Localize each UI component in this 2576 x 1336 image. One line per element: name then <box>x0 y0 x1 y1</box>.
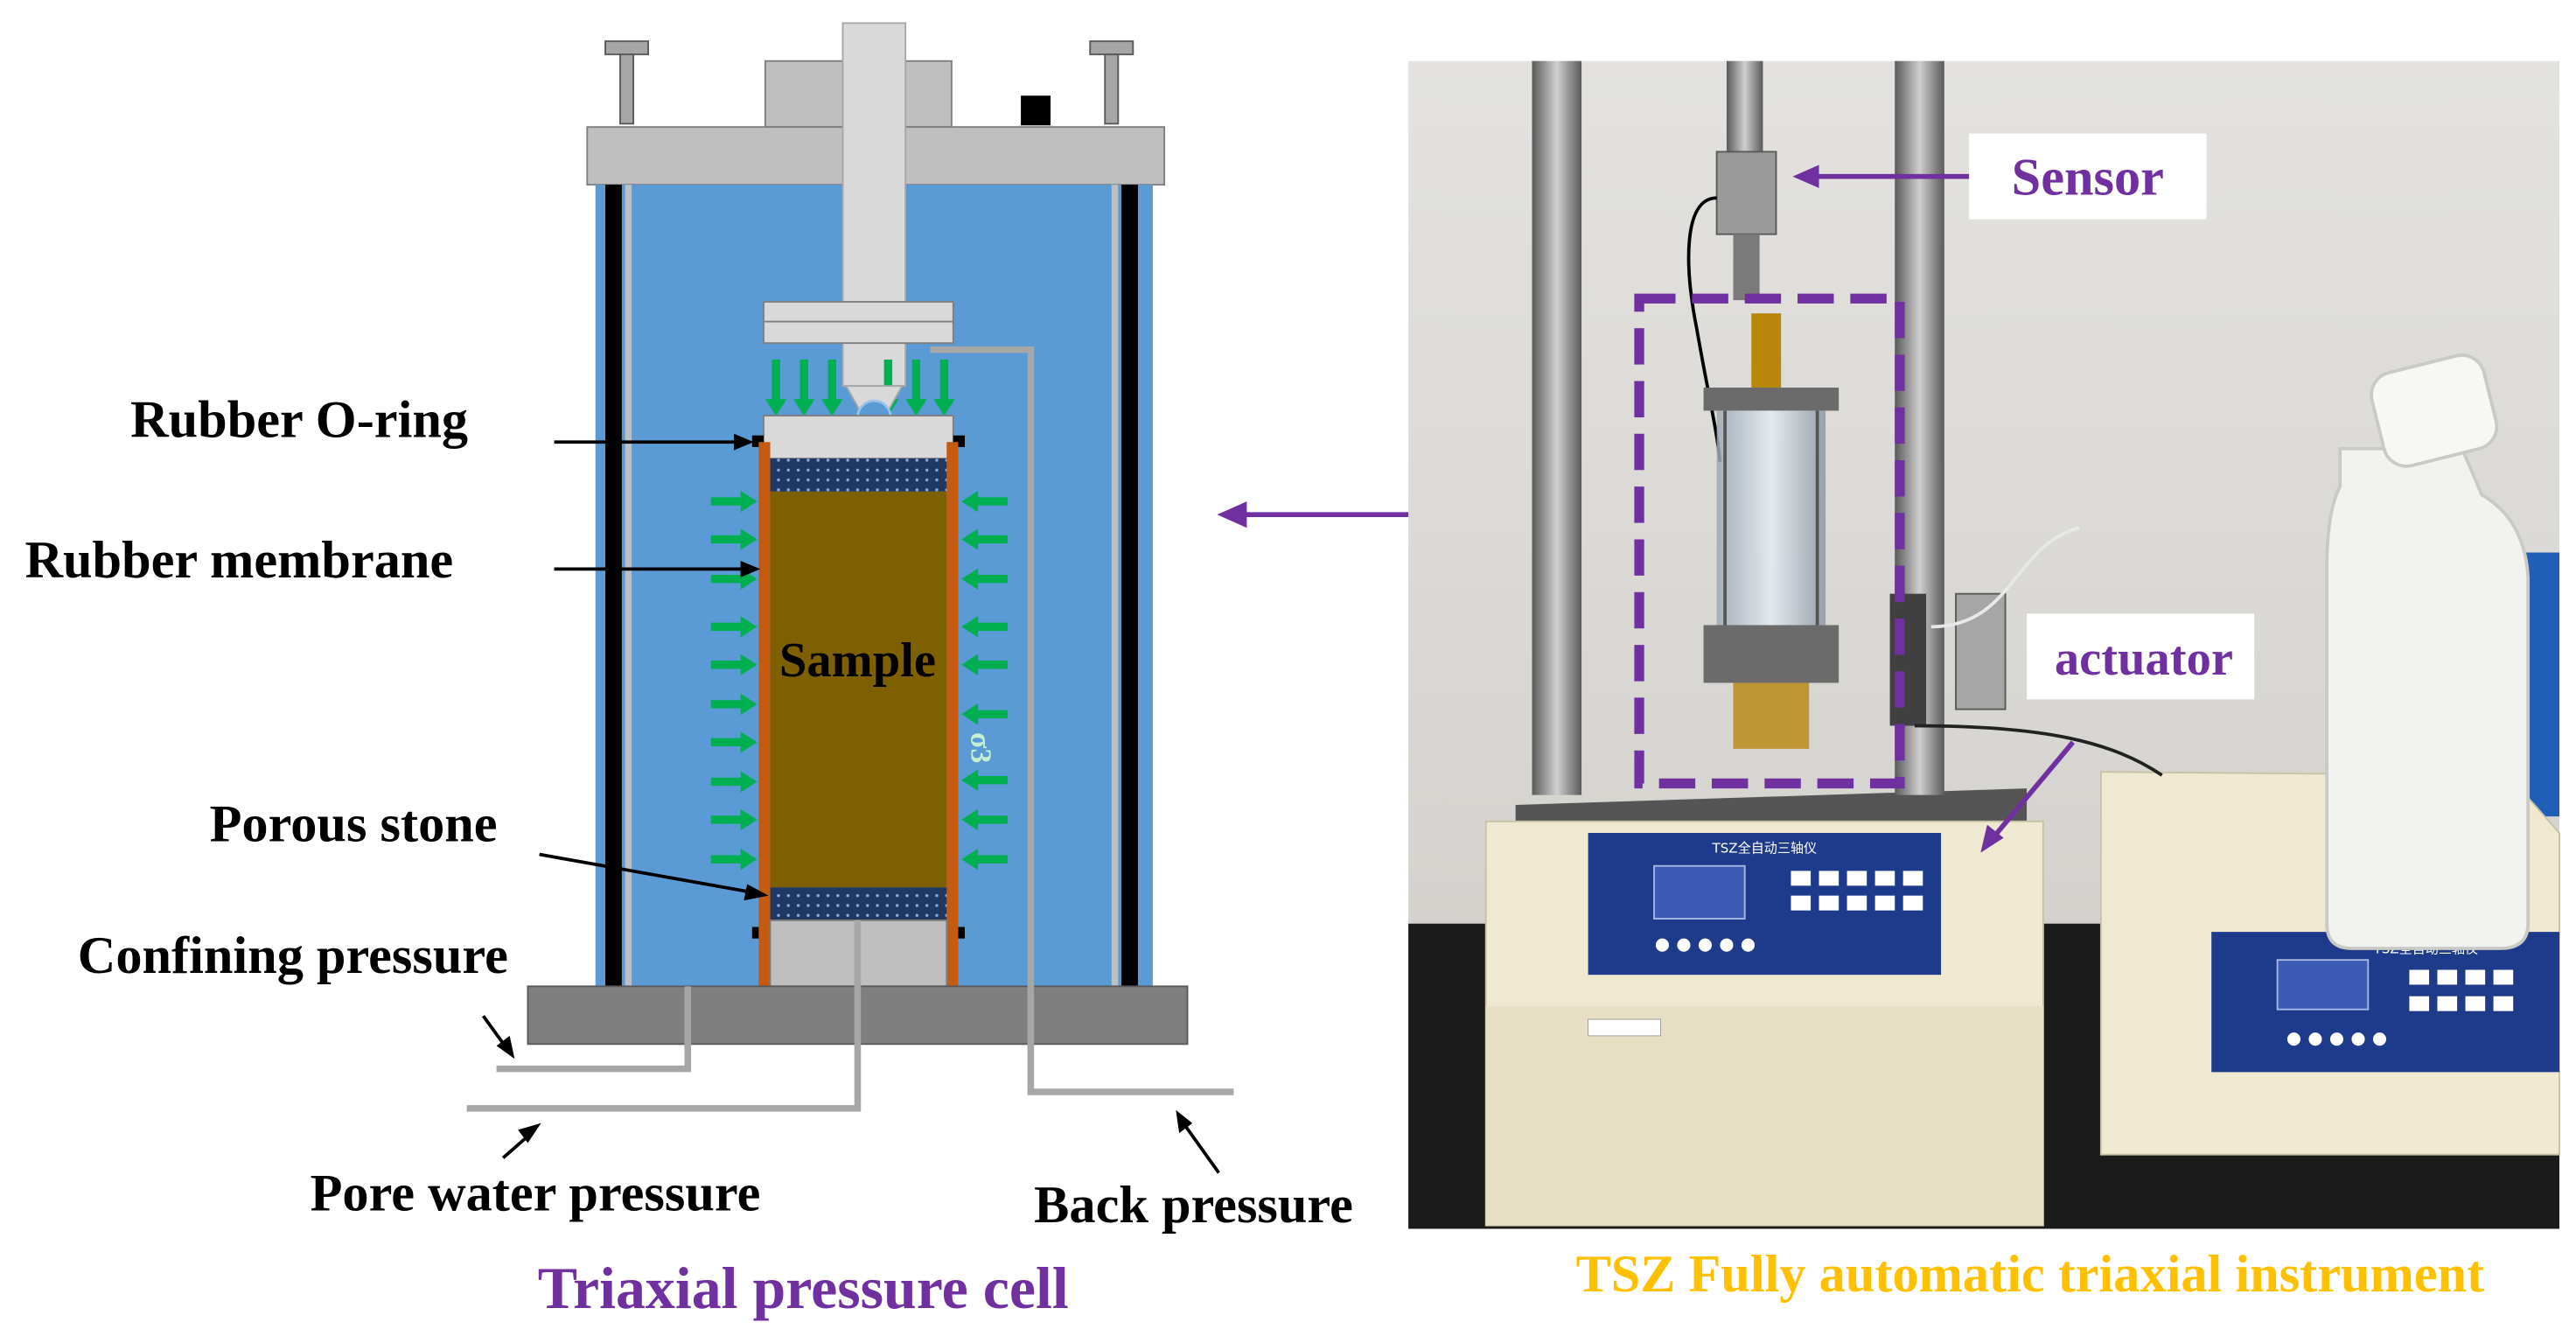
main-panel-buttons <box>1655 938 1756 952</box>
instrument-photo: TSZ全自动三轴仪 TSZ全自动三轴仪 <box>1408 60 2560 1229</box>
sensor-cable <box>1686 196 1722 463</box>
label-rubber-oring: Rubber O-ring <box>130 391 468 450</box>
sample-label: Sample <box>779 633 936 688</box>
sample <box>770 491 947 888</box>
top-screw-left <box>604 40 649 125</box>
actuator-label: actuator <box>2055 632 2233 686</box>
actuator-label-box <box>2027 613 2255 700</box>
load-sensor <box>1715 150 1777 235</box>
cell-annotations: Rubber O-ring Rubber membrane Porous sto… <box>24 391 1352 1321</box>
porous-stone-bottom <box>770 887 947 920</box>
cell-top-cap <box>1703 388 1840 411</box>
sigma3-label: σ3 <box>965 732 997 763</box>
acrylic-cell <box>1716 410 1826 626</box>
specimen-top-cap <box>763 415 954 460</box>
lvdt <box>1955 592 2007 710</box>
label-confining-pressure: Confining pressure <box>78 927 508 985</box>
caption-triaxial-pressure-cell: Triaxial pressure cell <box>538 1256 1069 1321</box>
label-rubber-membrane: Rubber membrane <box>24 531 453 590</box>
rubber-membrane-left <box>758 442 771 987</box>
label-porous-stone: Porous stone <box>210 794 498 853</box>
sensor-label: Sensor <box>2012 148 2164 206</box>
water-bottle <box>2325 446 2531 950</box>
brass-piston <box>1751 313 1782 388</box>
cell-highlight-box <box>1634 293 1905 789</box>
rubber-membrane-right <box>946 442 959 987</box>
cell-base <box>1703 625 1840 683</box>
triaxial-cell-schematic: Sample σ3 <box>466 22 1234 1112</box>
pore-water-line <box>466 920 862 1112</box>
tie-rod-left <box>605 185 622 987</box>
machine-top-plate <box>1515 788 2028 825</box>
main-panel-title: TSZ全自动三轴仪 <box>1712 841 1818 857</box>
label-pore-water-pressure: Pore water pressure <box>311 1165 761 1223</box>
caption-tsz-instrument: TSZ Fully automatic triaxial instrument <box>1575 1245 2484 1304</box>
second-panel-keypad <box>2409 969 2514 1011</box>
air-valve <box>1021 95 1051 126</box>
label-back-pressure: Back pressure <box>1034 1176 1353 1235</box>
back-pressure-line <box>930 346 1234 1095</box>
confining-line <box>496 986 692 1073</box>
tie-rod-right <box>1121 185 1138 987</box>
loading-frame-column-left <box>1532 60 1582 795</box>
main-panel-keypad <box>1791 871 1923 911</box>
top-screw-right <box>1089 40 1134 125</box>
bottle-cap <box>2370 353 2499 468</box>
confining-arrows-left <box>710 490 757 871</box>
main-panel-screen <box>1653 864 1746 920</box>
sensor-label-box <box>1969 133 2207 220</box>
porous-stone-top <box>770 458 947 492</box>
confining-arrows-right <box>961 490 1009 871</box>
